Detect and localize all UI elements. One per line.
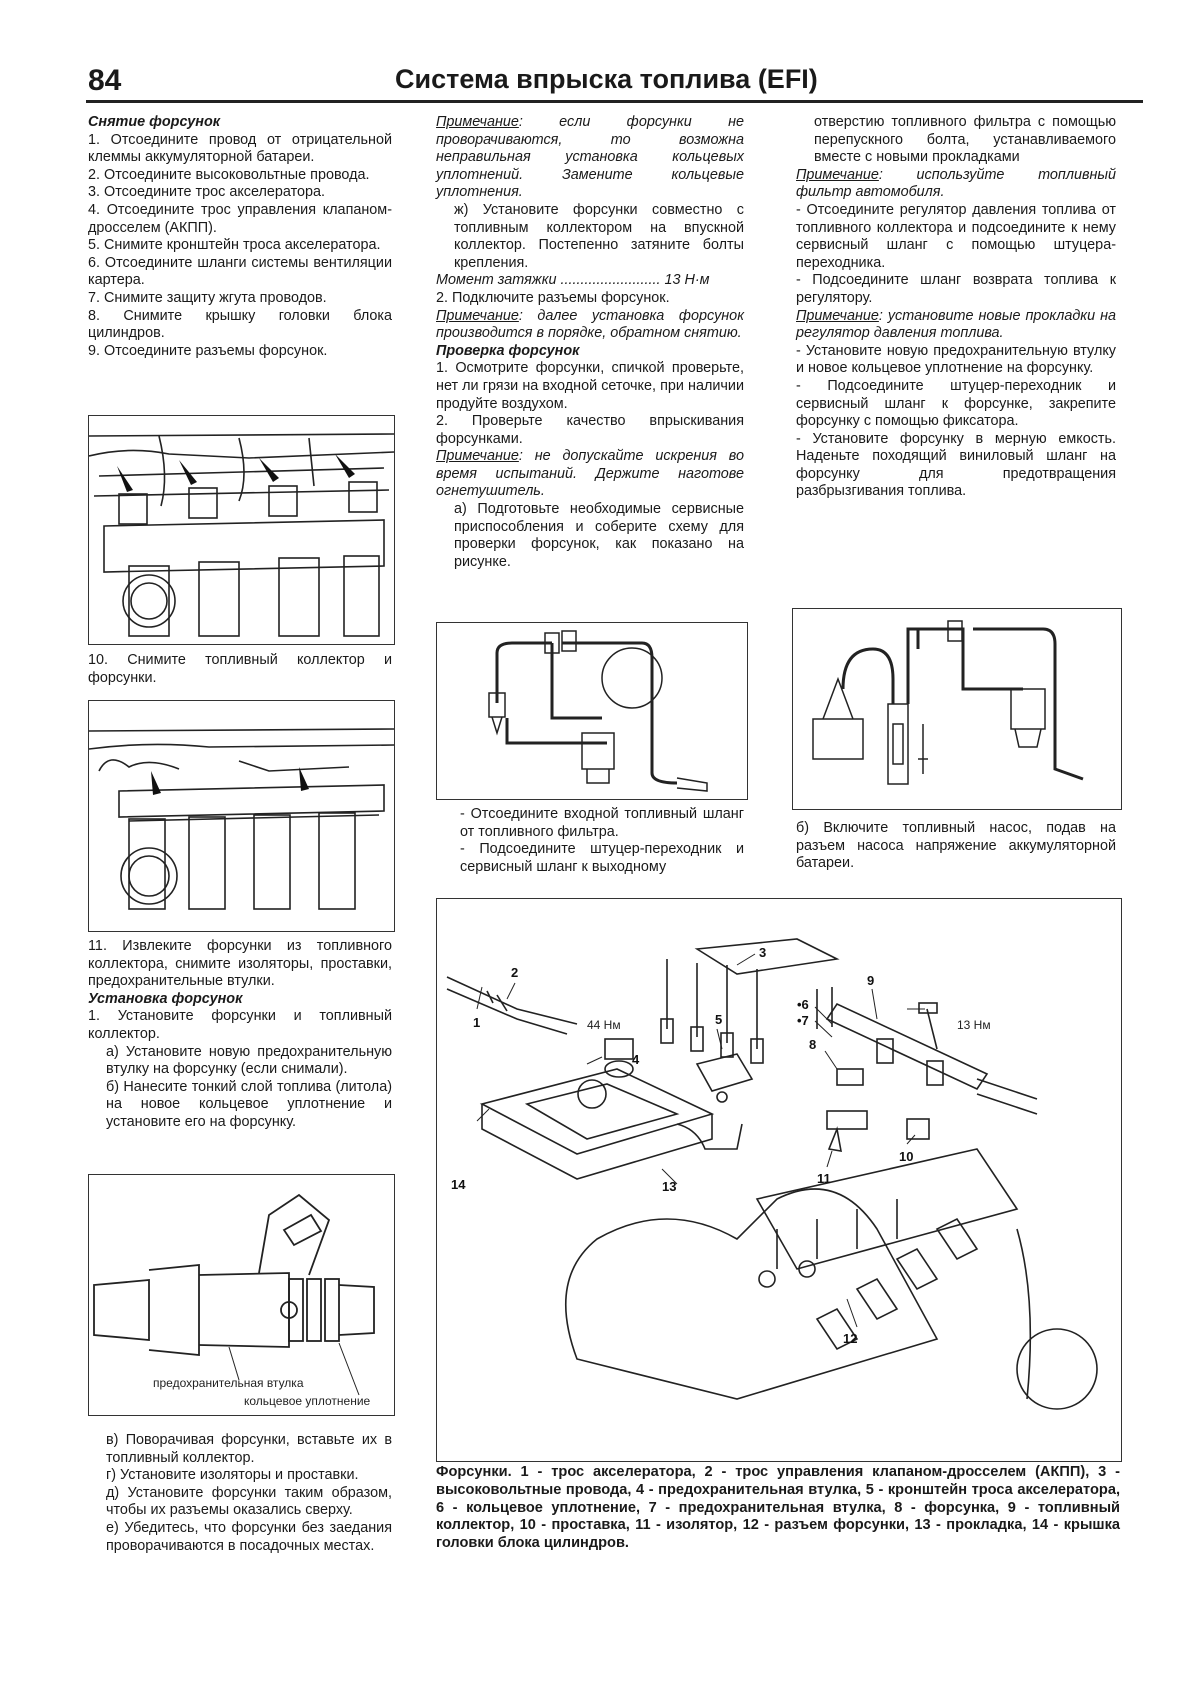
- engine-connectors-figure: [88, 415, 395, 645]
- dash-5: - Установите новую предохранительную вту…: [796, 342, 1116, 377]
- test-rig-drawing-1: [488, 630, 708, 792]
- callout-4: 4: [632, 1052, 640, 1067]
- dash-7: - Установите форсунку в мерную емкость. …: [796, 430, 1116, 500]
- note-1-text: : если форсунки не проворачиваются, то в…: [436, 114, 744, 201]
- install-step-a: а) Установите новую предохранительную вт…: [106, 1043, 392, 1078]
- torque-spec: Момент затяжки .........................…: [436, 272, 710, 289]
- fuel-rail-figure: [88, 700, 395, 932]
- injector-label-sleeve: предохранительная втулка: [153, 1376, 304, 1390]
- dash-2-continued: отверстию топливного фильтра с помощью п…: [814, 114, 1116, 166]
- fuel-rail-drawing: [89, 728, 394, 910]
- step-b-block: б) Включите топливный насос, подав на ра…: [796, 820, 1116, 873]
- engine-connectors-drawing: [89, 433, 394, 637]
- note-5: Примечание: установите новые прокладки н…: [796, 308, 1116, 343]
- check-step-a: а) Подготовьте необходимые сервисные при…: [454, 501, 744, 570]
- callout-13: 13: [662, 1179, 676, 1194]
- callout-6: •6: [797, 997, 809, 1012]
- install-step-g: г) Установите изоляторы и проставки.: [106, 1467, 359, 1484]
- note-3: Примечание: не допускайте искрения во вр…: [436, 448, 744, 501]
- callout-10: 10: [899, 1149, 913, 1164]
- callout-8: 8: [809, 1037, 816, 1052]
- injector-figure: предохранительная втулка кольцевое уплот…: [88, 1174, 395, 1416]
- dash-1: - Отсоедините входной топливный шланг от…: [460, 806, 744, 840]
- header-divider: [86, 100, 1143, 103]
- install-step-d: д) Установите форсунки таким образом, чт…: [106, 1484, 392, 1519]
- note-5-text: : установите новые прокладки на регулято…: [796, 307, 1116, 342]
- check-step-2: 2. Проверьте качество впрыскивания форсу…: [436, 413, 744, 447]
- injector-label-oring: кольцевое уплотнение: [244, 1394, 371, 1408]
- install-heading: Установка форсунок: [88, 990, 243, 1007]
- column-2-text: Примечание: если форсунки не проворачива…: [436, 114, 744, 571]
- install-steps-continued: в) Поворачивая форсунки, вставьте их в т…: [88, 1432, 392, 1555]
- callout-3: 3: [759, 945, 766, 960]
- figure-caption: Форсунки. 1 - трос акселератора, 2 - тро…: [436, 1464, 1120, 1552]
- torque-label-13: 13 Нм: [957, 1018, 991, 1032]
- callout-5: 5: [715, 1012, 722, 1027]
- note-5-label: Примечание: [796, 307, 879, 324]
- removal-step-8: 8. Снимите крышку головки блока цилиндро…: [88, 307, 392, 342]
- page-title: Система впрыска топлива (EFI): [395, 64, 818, 94]
- callout-9: 9: [867, 973, 874, 988]
- callout-14: 14: [451, 1177, 466, 1192]
- note-4-text: : используйте топливный фильтр автомобил…: [796, 166, 1116, 201]
- note-4-label: Примечание: [796, 166, 879, 183]
- removal-step-11: 11. Извлеките форсунки из топливного кол…: [88, 938, 392, 990]
- install-step-e: е) Убедитесь, что форсунки без заедания …: [106, 1519, 392, 1554]
- torque-label-44: 44 Нм: [587, 1018, 621, 1032]
- install-step-1: 1. Установите форсунки и топливный колле…: [88, 1008, 392, 1042]
- test-rig-figure-2: [792, 608, 1122, 810]
- dash-4: - Подсоедините шланг возврата топлива к …: [796, 272, 1116, 306]
- removal-step-4: 4. Отсоедините трос управления клапаном-…: [88, 201, 392, 236]
- check-step-1: 1. Осмотрите форсунки, спичкой проверьте…: [436, 360, 744, 412]
- install-step-2: 2. Подключите разъемы форсунок.: [436, 289, 670, 306]
- removal-step-7: 7. Снимите защиту жгута проводов.: [88, 289, 327, 306]
- dash-3: - Отсоедините регулятор давления топлива…: [796, 201, 1116, 271]
- removal-step-10: 10. Снимите топливный коллектор и форсун…: [88, 652, 392, 686]
- note-2-text: : далее установка форсунок производится …: [436, 307, 744, 342]
- note-2: Примечание: далее установка форсунок про…: [436, 308, 744, 343]
- step-10-block: 10. Снимите топливный коллектор и форсун…: [88, 652, 392, 687]
- exploded-view-drawing: 1 2 3 4 5 •6 •7 8 9 10 11 12 13 14 44 Нм…: [446, 938, 1098, 1410]
- removal-step-2: 2. Отсоедините высоковольтные провода.: [88, 166, 370, 183]
- removal-step-1: 1. Отсоедините провод от отрицательной к…: [88, 131, 392, 166]
- note-4: Примечание: используйте топливный фильтр…: [796, 167, 1116, 202]
- note-3-label: Примечание: [436, 448, 519, 465]
- callout-2: 2: [511, 965, 518, 980]
- removal-step-9: 9. Отсоедините разъемы форсунок.: [88, 342, 328, 359]
- removal-section: Снятие форсунок 1. Отсоедините провод от…: [88, 114, 392, 360]
- removal-heading: Снятие форсунок: [88, 114, 221, 130]
- note-1-label: Примечание: [436, 114, 519, 130]
- dash-6: - Подсоедините штуцер-переходник и серви…: [796, 377, 1116, 430]
- test-rig-figure-1: [436, 622, 748, 800]
- test-rig-drawing-2: [812, 620, 1084, 785]
- dash-2: - Подсоедините штуцер-переходник и серви…: [460, 841, 744, 875]
- callout-7: •7: [797, 1013, 809, 1028]
- note-1: Примечание: если форсунки не проворачива…: [436, 114, 744, 202]
- install-step-v: в) Поворачивая форсунки, вставьте их в т…: [106, 1432, 392, 1466]
- callout-11: 11: [817, 1171, 831, 1186]
- step-11-install-block: 11. Извлеките форсунки из топливного кол…: [88, 938, 392, 1132]
- column-2-bottom-text: - Отсоедините входной топливный шланг от…: [436, 806, 744, 876]
- removal-step-5: 5. Снимите кронштейн троса акселератора.: [88, 237, 381, 254]
- page-number: 84: [88, 64, 122, 97]
- check-heading: Проверка форсунок: [436, 342, 580, 359]
- check-step-b: б) Включите топливный насос, подав на ра…: [796, 820, 1116, 872]
- note-3-text: : не допускайте искрения во время испыта…: [436, 448, 744, 500]
- injector-drawing: предохранительная втулка кольцевое уплот…: [93, 1193, 375, 1408]
- install-step-b: б) Нанесите тонкий слой топлива (литола)…: [106, 1078, 392, 1130]
- install-step-zh: ж) Установите форсунки совместно с топли…: [454, 201, 744, 271]
- column-3-text: отверстию топливного фильтра с помощью п…: [796, 114, 1116, 501]
- exploded-view-figure: 1 2 3 4 5 •6 •7 8 9 10 11 12 13 14 44 Нм…: [436, 898, 1122, 1462]
- callout-1: 1: [473, 1015, 480, 1030]
- callout-12: 12: [843, 1331, 857, 1346]
- removal-step-6: 6. Отсоедините шланги системы вентиляции…: [88, 254, 392, 289]
- removal-step-3: 3. Отсоедините трос акселератора.: [88, 184, 326, 201]
- note-2-label: Примечание: [436, 307, 519, 324]
